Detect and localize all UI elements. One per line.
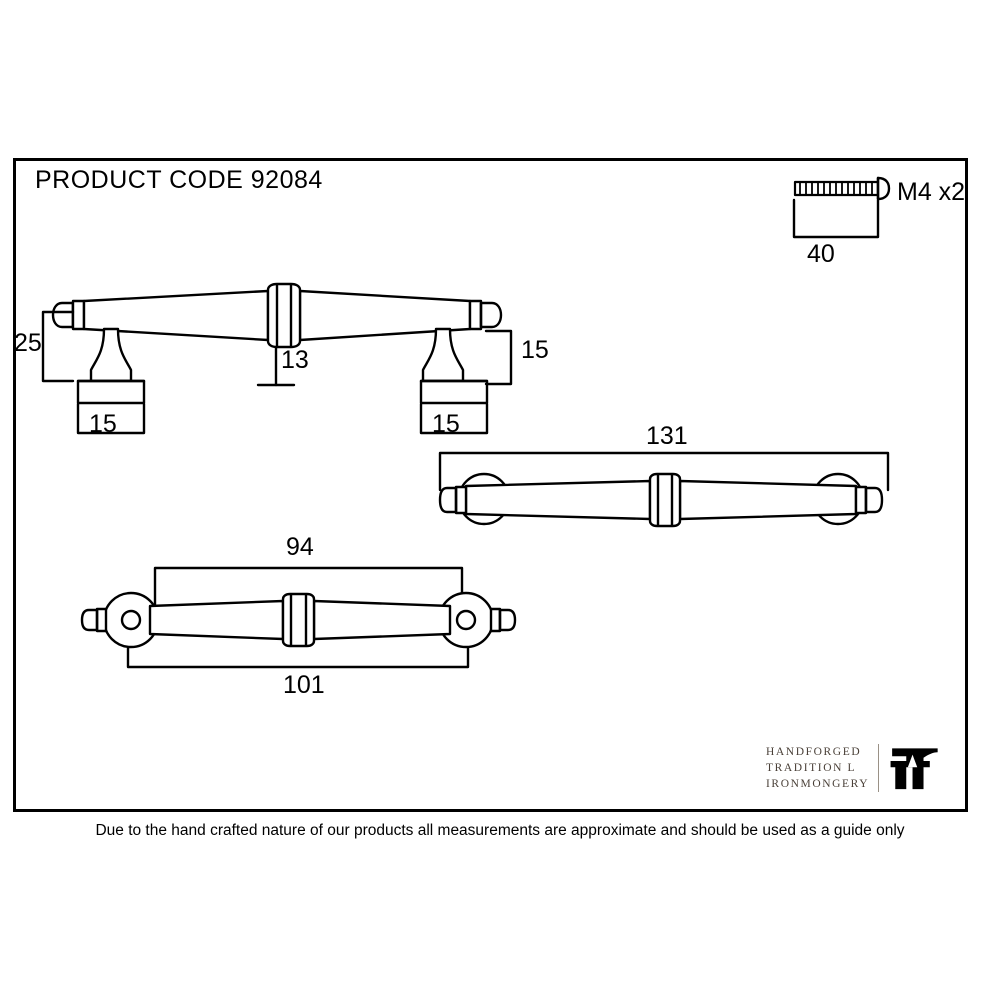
brand-logo-text: HANDFORGED TRADITION L IRONMONGERY xyxy=(766,743,880,793)
fixing-spec-label: M4 x2 xyxy=(897,178,966,206)
dimension-label-screw-length: 40 xyxy=(807,240,835,268)
disclaimer-text: Due to the hand crafted nature of our pr… xyxy=(95,822,905,839)
dimension-label-base-width-right: 15 xyxy=(432,410,460,438)
dimension-label-top-height-left: 25 xyxy=(14,329,42,357)
brand-logo-line-1: HANDFORGED xyxy=(766,745,862,758)
brand-logo-line-2: TRADITION L xyxy=(766,761,857,774)
dimension-label-top-centre: 13 xyxy=(281,346,309,374)
dimension-label-top-height-right: 15 xyxy=(521,336,549,364)
dimension-label-fixing-centres: 94 xyxy=(286,533,314,561)
brand-logo-line-3: IRONMONGERY xyxy=(766,778,870,791)
page-title: PRODUCT CODE 92084 xyxy=(35,166,323,194)
dimension-label-base-width-left: 15 xyxy=(89,410,117,438)
anvil-a-icon xyxy=(890,748,938,790)
dimension-label-bottom-overall: 101 xyxy=(283,671,325,699)
dimension-label-overall-length: 131 xyxy=(646,422,688,450)
brand-logo: HANDFORGED TRADITION L IRONMONGERY xyxy=(766,737,941,799)
